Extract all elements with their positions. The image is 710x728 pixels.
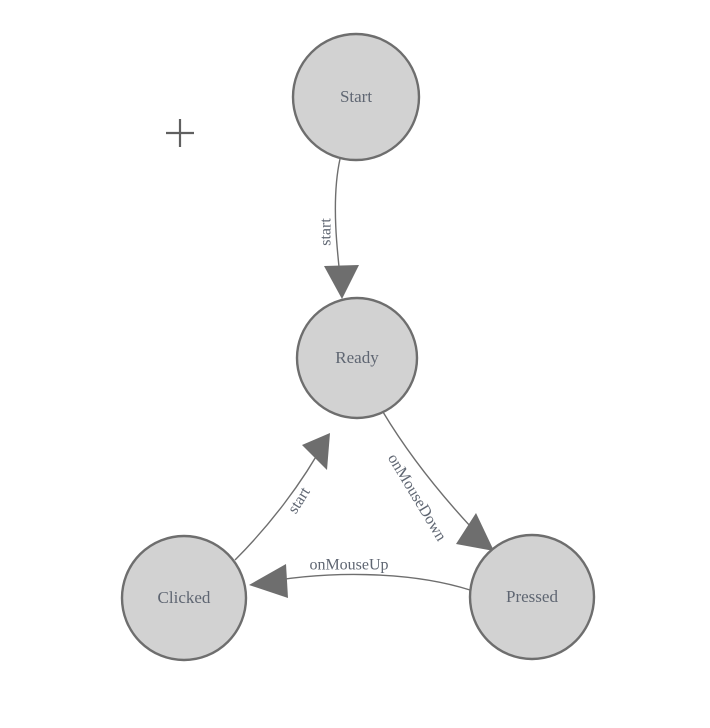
node-label-start: Start (340, 87, 372, 106)
node-circle (291, 32, 421, 162)
edge-label-start-to-ready: start (318, 218, 335, 246)
node-pressed[interactable]: Pressed (468, 533, 596, 661)
node-circle (120, 534, 248, 662)
node-label-ready: Ready (335, 348, 379, 367)
edge-arrowhead (324, 265, 359, 299)
node-circle (468, 533, 596, 661)
node-start[interactable]: Start (291, 32, 421, 162)
edge-arrowhead (302, 433, 330, 470)
edge-label-ready-to-pressed: onMouseDown (384, 451, 449, 544)
edge-start-to-ready[interactable]: start (318, 158, 359, 299)
edge-clicked-to-ready[interactable]: start (234, 433, 330, 561)
edge-ready-to-pressed[interactable]: onMouseDown (382, 411, 494, 551)
node-label-clicked: Clicked (158, 588, 211, 607)
node-ready[interactable]: Ready (295, 296, 419, 420)
edge-path (234, 438, 327, 561)
node-clicked[interactable]: Clicked (120, 534, 248, 662)
edge-label-clicked-to-ready: start (285, 484, 314, 517)
node-circle (295, 296, 419, 420)
edge-arrowhead (456, 513, 494, 551)
node-label-pressed: Pressed (506, 587, 558, 606)
edge-label-pressed-to-clicked: onMouseUp (309, 557, 388, 574)
plus-crosshair-icon (166, 119, 194, 147)
edge-pressed-to-clicked[interactable]: onMouseUp (249, 557, 471, 598)
edge-arrowhead (249, 564, 288, 598)
edge-path (255, 573, 471, 591)
